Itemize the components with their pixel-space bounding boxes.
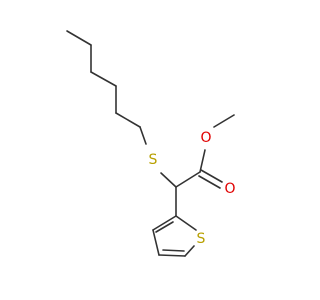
ester-group — [175, 114, 235, 189]
bond-s-alpha — [160, 172, 177, 188]
bond-carbonyl-o-1 — [200, 169, 223, 183]
bond-carbonyl-oester — [199, 149, 206, 173]
bond-carbonyl-o-2 — [198, 175, 221, 189]
bond-oester-methyl — [213, 114, 235, 128]
bond-ring-c4-c5 — [158, 254, 186, 257]
thiophene-ring — [152, 215, 197, 257]
bond-ring-s-c2 — [175, 215, 197, 231]
bond-ring-c4-c5-inner — [162, 249, 185, 252]
thioether-sulfur-label: S — [149, 152, 158, 168]
thiophene-sulfur-label: S — [197, 231, 206, 247]
bond-ring-c2-c3-inner — [155, 221, 174, 233]
hexyl-chain — [66, 30, 147, 145]
bond-c3-c4 — [90, 71, 117, 87]
bond-ring-c3-c4 — [152, 229, 160, 256]
bond-c6-s — [139, 126, 147, 145]
carbonyl-oxygen-label: O — [224, 181, 235, 197]
bond-alpha-carbonyl — [175, 171, 201, 188]
bond-c1-c2 — [66, 30, 92, 46]
ester-oxygen-label: O — [200, 130, 211, 146]
bond-c5-c6 — [115, 112, 141, 128]
chemical-structure: S O O S — [66, 30, 236, 257]
bond-ring-c5-s — [184, 245, 195, 257]
bond-ring-c2-c3 — [152, 215, 177, 231]
